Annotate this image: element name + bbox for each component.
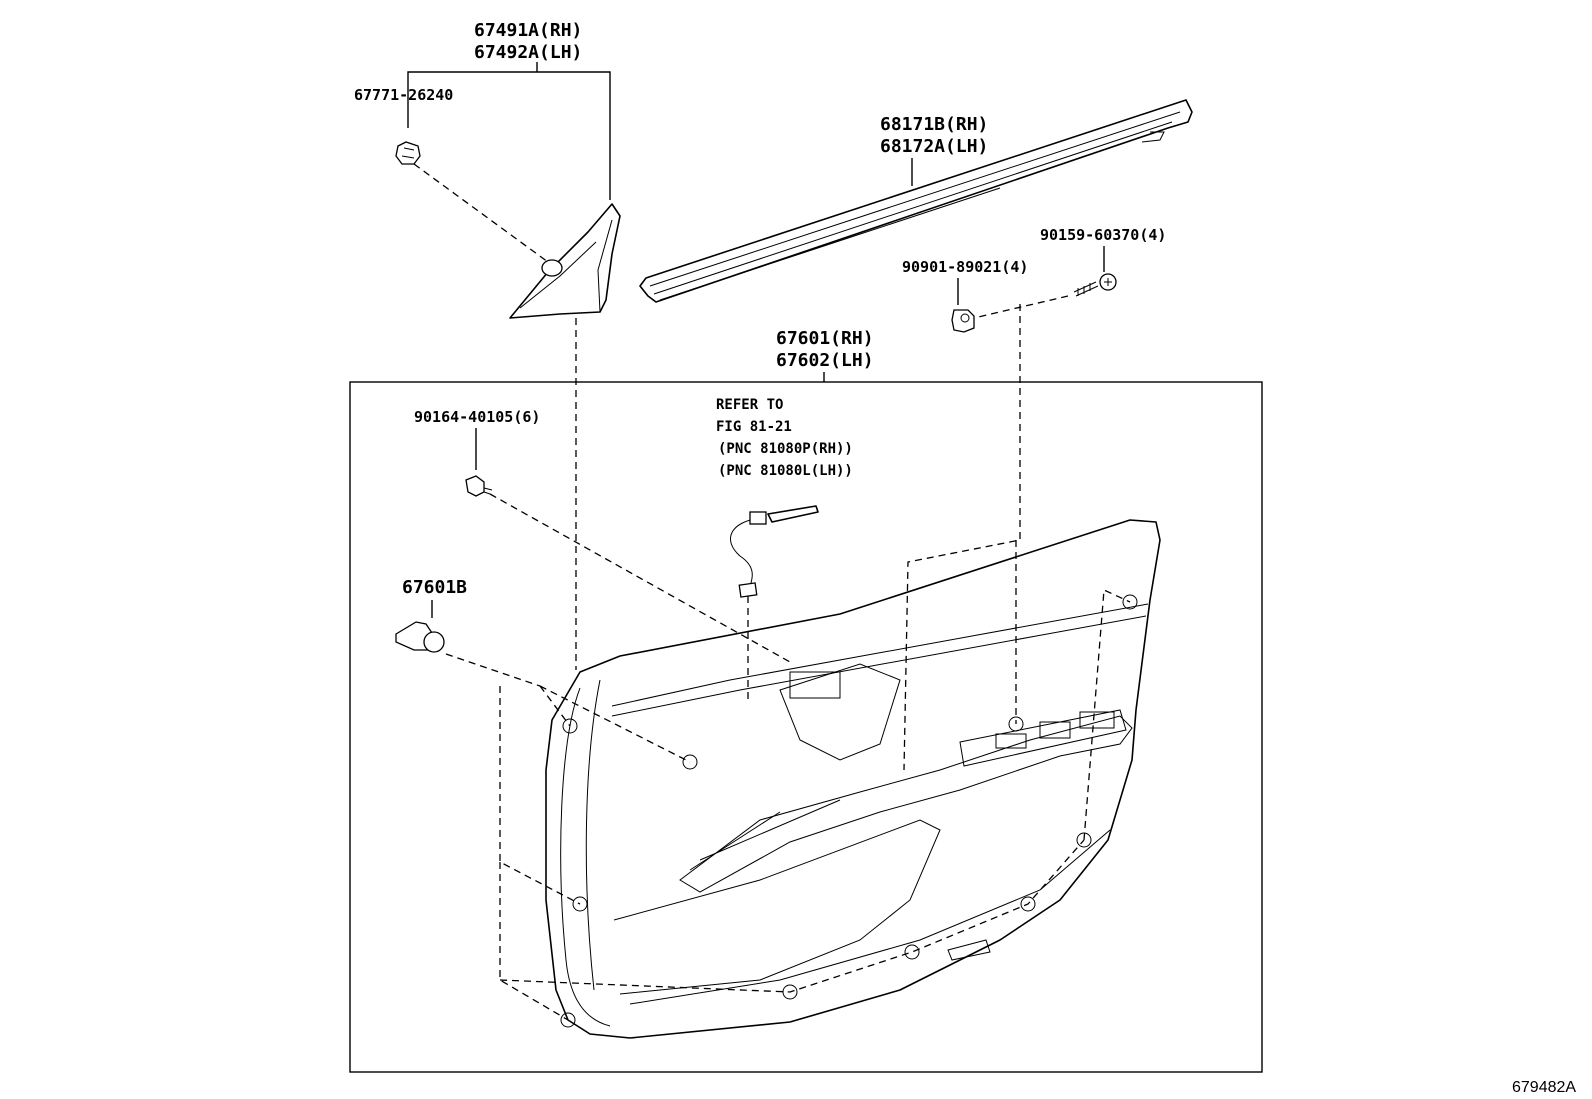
svg-text:(PNC 81080P(RH)): (PNC 81080P(RH)) (718, 441, 853, 457)
svg-text:67491A(RH): 67491A(RH) (474, 20, 582, 41)
svg-text:68172A(LH): 68172A(LH) (880, 136, 988, 157)
refer-note: REFER TO FIG 81-21 (PNC 81080P(RH)) (PNC… (716, 397, 853, 479)
assembly-dashed-lines (413, 163, 1131, 1021)
nut-right-icon (951, 309, 975, 333)
door-trim-panel (545, 519, 1161, 1039)
svg-text:FIG 81-21: FIG 81-21 (716, 419, 792, 435)
label-clip-top: 67771-26240 (354, 86, 453, 104)
leader-lines (407, 62, 1105, 618)
door-trim-frame (349, 381, 1263, 1073)
label-screw-right: 90159-60370(4) (1040, 226, 1166, 244)
clip-holes (560, 594, 1138, 1028)
wiring-harness (730, 505, 819, 598)
svg-text:67602(LH): 67602(LH) (776, 350, 874, 371)
door-belt-weatherstrip (639, 99, 1193, 303)
label-triangle-cover: 67491A(RH) 67492A(LH) (474, 20, 582, 63)
label-door-trim-board: 67601(RH) 67602(LH) (776, 328, 874, 371)
clip-top-icon (395, 141, 421, 165)
svg-text:67601(RH): 67601(RH) (776, 328, 874, 349)
figure-id: 679482A (1512, 1079, 1576, 1096)
label-clip-left: 67601B (402, 577, 467, 598)
screw-right-icon (1073, 273, 1117, 297)
label-weatherstrip: 68171B(RH) 68172A(LH) (880, 114, 988, 157)
triangle-cover (509, 203, 621, 319)
screw-left-icon (465, 475, 493, 497)
svg-text:REFER TO: REFER TO (716, 397, 783, 413)
svg-text:67492A(LH): 67492A(LH) (474, 42, 582, 63)
svg-text:(PNC 81080L(LH)): (PNC 81080L(LH)) (718, 463, 853, 479)
label-nut-right: 90901-89021(4) (902, 258, 1028, 276)
label-screw-left: 90164-40105(6) (414, 408, 540, 426)
svg-text:68171B(RH): 68171B(RH) (880, 114, 988, 135)
clip-left-icon (395, 621, 445, 653)
